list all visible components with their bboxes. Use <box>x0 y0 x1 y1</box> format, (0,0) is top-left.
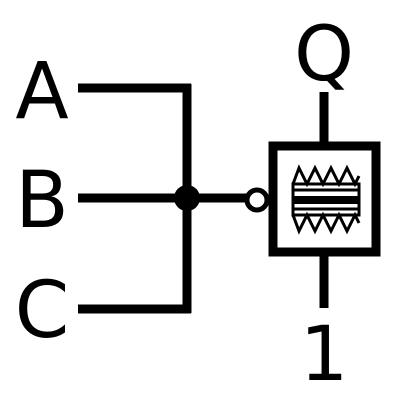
junction-dot <box>174 185 200 211</box>
bottom-1-label: 1 <box>300 309 348 398</box>
input-a-label: A <box>15 47 68 137</box>
input-b-label: B <box>15 156 69 246</box>
input-c-label: C <box>15 266 69 356</box>
gate-inner-symbol <box>291 164 361 235</box>
top-zigzag <box>291 164 361 188</box>
inner-center-bar <box>293 196 359 204</box>
inversion-bubble <box>244 187 270 213</box>
bottom-zigzag <box>291 211 361 235</box>
input-wires <box>78 83 248 314</box>
output-q-label: Q <box>294 9 354 98</box>
